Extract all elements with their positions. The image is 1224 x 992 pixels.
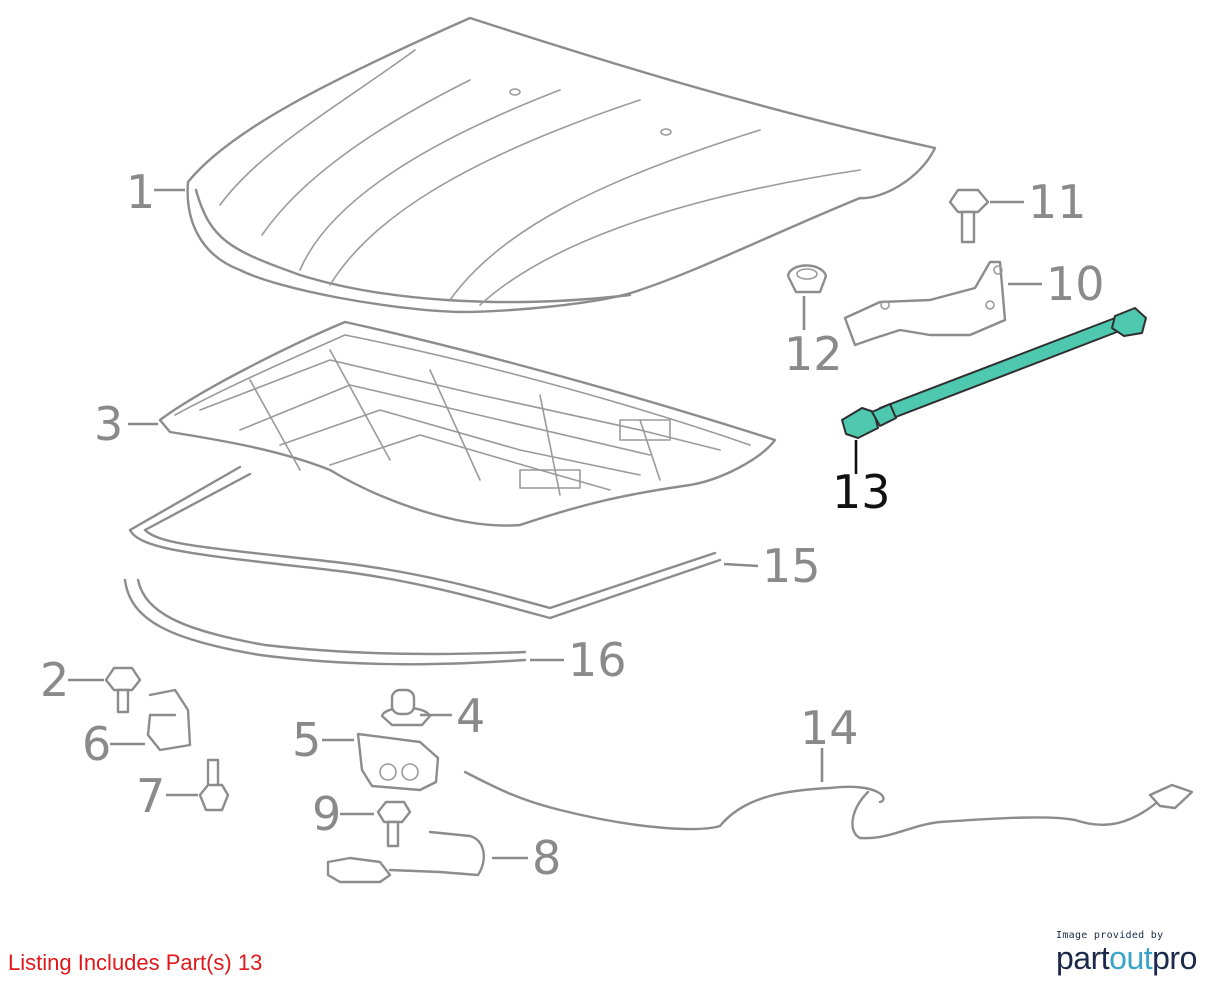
part-stud-7	[198, 758, 230, 812]
part-hinge	[843, 260, 1007, 347]
part-bolt-2	[104, 666, 142, 714]
callout-3: 3	[94, 397, 123, 451]
credit-caption: Image provided by	[1056, 930, 1164, 941]
callout-8: 8	[532, 831, 561, 885]
logo-part: part	[1056, 940, 1110, 976]
part-nut-12	[786, 264, 828, 294]
callout-14: 14	[800, 701, 859, 755]
part-13-hood-strut	[841, 307, 1147, 439]
part-bolt-11	[948, 188, 990, 244]
part-cable-14	[463, 770, 1194, 840]
callout-2: 2	[40, 653, 69, 707]
part-latch-5	[356, 732, 440, 792]
part-bolt-9	[376, 800, 412, 848]
callout-4: 4	[456, 689, 485, 743]
callout-16: 16	[568, 633, 627, 687]
callout-15: 15	[762, 539, 821, 593]
part-insulator	[158, 320, 777, 527]
callout-5: 5	[292, 713, 321, 767]
part-bumper-4	[380, 688, 432, 727]
callout-9: 9	[312, 787, 341, 841]
leader-15	[723, 562, 759, 568]
part-seal-rear	[123, 578, 527, 666]
callout-13: 13	[832, 465, 891, 519]
callout-6: 6	[82, 717, 111, 771]
part-weatherstrip-front	[128, 465, 722, 620]
callout-10: 10	[1046, 257, 1105, 311]
listing-includes-text: Listing Includes Part(s) 13	[8, 950, 263, 975]
callout-11: 11	[1028, 175, 1087, 229]
part-release-handle-8	[326, 830, 486, 884]
logo-pro: pro	[1152, 940, 1197, 976]
callout-12: 12	[784, 327, 843, 381]
callout-7: 7	[136, 769, 165, 823]
logo-out: out	[1109, 940, 1153, 976]
part-hood	[186, 16, 937, 314]
callout-1: 1	[126, 165, 155, 219]
partoutpro-logo: partoutpro	[1056, 941, 1206, 975]
image-credit: Image provided by partoutpro	[1056, 930, 1206, 975]
part-clip-6	[146, 688, 192, 752]
